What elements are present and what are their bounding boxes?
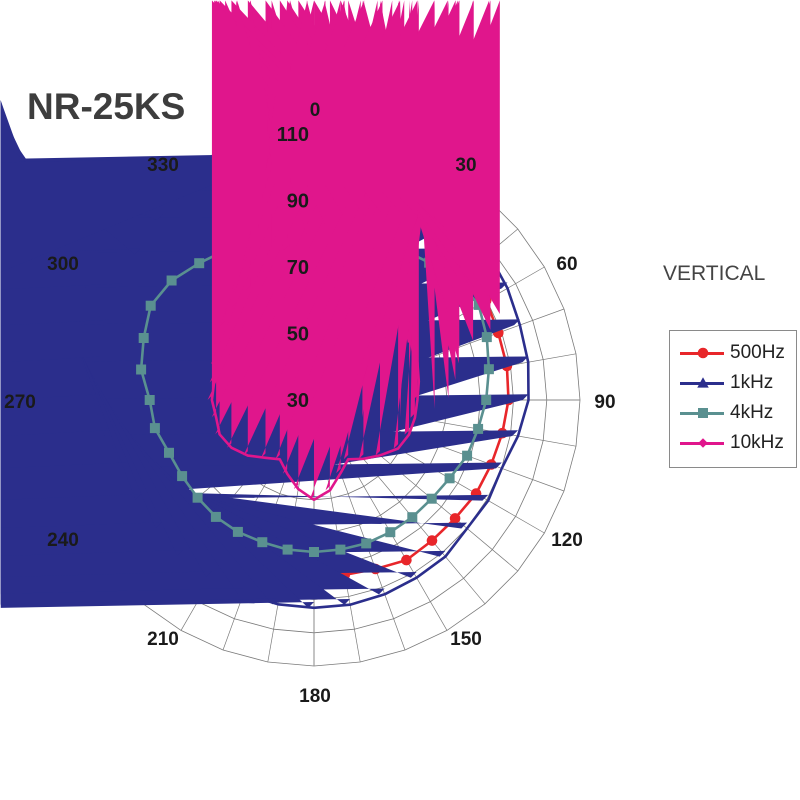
legend-item-500hz: 500Hz <box>670 339 796 367</box>
square-marker-icon <box>698 408 708 418</box>
circle-marker-icon <box>401 554 412 566</box>
square-marker-icon <box>145 300 156 311</box>
square-marker-icon <box>473 423 484 434</box>
radial-tick-labels: 30 50 70 90 110 <box>277 124 309 412</box>
angle-label-300: 300 <box>47 254 79 275</box>
legend-label: 1kHz <box>730 372 774 393</box>
series-10khz <box>207 0 500 502</box>
square-marker-icon <box>177 471 188 482</box>
data-series <box>0 0 530 610</box>
square-marker-icon <box>138 333 149 343</box>
legend-item-10khz: 10kHz <box>670 429 796 457</box>
square-marker-icon <box>282 544 293 555</box>
square-marker-icon <box>232 526 243 537</box>
square-marker-icon <box>166 275 177 286</box>
circle-marker-icon <box>449 513 461 524</box>
square-marker-icon <box>335 544 346 555</box>
square-marker-icon <box>257 537 268 548</box>
square-marker-icon <box>149 423 160 434</box>
square-marker-icon <box>136 364 147 375</box>
radial-label-90: 90 <box>287 191 309 213</box>
angle-label-150: 150 <box>450 629 482 650</box>
triangle-marker-icon <box>697 377 709 388</box>
radial-label-70: 70 <box>287 257 309 279</box>
radial-label-110: 110 <box>277 124 309 146</box>
angle-label-240: 240 <box>47 530 79 551</box>
square-marker-icon <box>144 395 155 405</box>
legend-item-1khz: 1kHz <box>670 369 796 397</box>
chart-title: NR-25KS <box>27 86 186 127</box>
square-marker-icon <box>483 364 494 375</box>
angle-tick-labels: 0 30 60 90 120 150 180 210 240 270 300 330 <box>4 100 615 707</box>
angle-label-90: 90 <box>594 392 615 413</box>
circle-marker-icon <box>697 347 709 359</box>
radial-label-50: 50 <box>287 324 309 346</box>
angle-label-30: 30 <box>455 155 476 176</box>
square-marker-icon <box>164 447 174 458</box>
angle-label-0: 0 <box>310 100 321 121</box>
angle-label-330: 330 <box>147 155 179 176</box>
triangle-marker-icon <box>697 377 709 388</box>
radial-label-30: 30 <box>287 390 309 412</box>
square-marker-icon <box>462 450 473 461</box>
angle-label-210: 210 <box>147 629 179 650</box>
square-marker-icon <box>361 538 372 549</box>
legend-item-4khz: 4kHz <box>670 399 796 427</box>
square-marker-icon <box>481 332 492 343</box>
legend-label: 10kHz <box>730 432 784 453</box>
angle-label-180: 180 <box>299 686 331 707</box>
legend: 500Hz 1kHz 4kHz 10kHz <box>669 330 797 468</box>
square-marker-icon <box>210 511 221 522</box>
angle-label-60: 60 <box>556 254 577 275</box>
square-marker-icon <box>407 512 418 523</box>
square-marker-icon <box>444 473 455 484</box>
square-marker-icon <box>426 493 437 504</box>
legend-label: 500Hz <box>730 342 785 363</box>
square-marker-icon <box>481 395 492 405</box>
angle-label-120: 120 <box>551 530 583 551</box>
circle-marker-icon <box>426 535 438 546</box>
legend-label: 4kHz <box>730 402 774 423</box>
circle-marker-icon <box>697 347 709 359</box>
angle-label-270: 270 <box>4 392 36 413</box>
triangle-marker-icon <box>0 156 273 273</box>
orientation-label: VERTICAL <box>663 262 766 285</box>
diamond-marker-icon <box>698 438 708 448</box>
diamond-marker-icon <box>698 438 708 448</box>
square-marker-icon <box>194 258 205 269</box>
square-marker-icon <box>192 492 203 503</box>
square-marker-icon <box>698 408 708 418</box>
square-marker-icon <box>309 547 319 557</box>
square-marker-icon <box>385 527 396 538</box>
diamond-marker-icon <box>250 0 288 288</box>
